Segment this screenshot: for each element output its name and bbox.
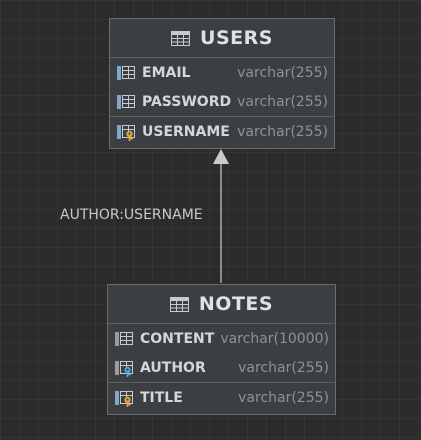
column-name: PASSWORD <box>142 93 232 110</box>
column-name: EMAIL <box>142 64 191 81</box>
table-users-header[interactable]: USERS <box>110 19 334 58</box>
column-row-content[interactable]: CONTENT varchar(10000) <box>108 324 335 353</box>
primary-key-column-icon <box>115 390 133 407</box>
column-type: varchar(255) <box>237 93 328 110</box>
column-type: varchar(255) <box>238 359 329 376</box>
column-row-email[interactable]: EMAIL varchar(255) <box>110 58 334 87</box>
column-row-author[interactable]: AUTHOR varchar(255) <box>108 353 335 382</box>
column-name: CONTENT <box>140 330 215 347</box>
column-type: varchar(10000) <box>220 330 329 347</box>
relationship-label: AUTHOR:USERNAME <box>60 207 203 223</box>
column-row-title[interactable]: TITLE varchar(255) <box>108 382 335 412</box>
column-name: USERNAME <box>142 123 230 140</box>
column-row-username[interactable]: USERNAME varchar(255) <box>110 116 334 146</box>
column-icon <box>117 94 135 109</box>
column-type: varchar(255) <box>238 389 329 406</box>
table-notes-header[interactable]: NOTES <box>108 285 335 324</box>
table-notes[interactable]: NOTES CONTENT varchar(10000) AUTHOR varc… <box>107 284 336 415</box>
column-type: varchar(255) <box>237 64 328 81</box>
table-icon <box>169 296 189 312</box>
column-type: varchar(255) <box>237 123 328 140</box>
column-icon <box>117 65 135 80</box>
relationship-arrowhead <box>213 149 229 164</box>
column-name: AUTHOR <box>140 359 206 376</box>
table-users-title: USERS <box>200 27 273 49</box>
column-row-password[interactable]: PASSWORD varchar(255) <box>110 87 334 116</box>
table-users[interactable]: USERS EMAIL varchar(255) PASSWORD varcha… <box>109 18 335 149</box>
primary-key-column-icon <box>117 124 135 141</box>
table-icon <box>171 30 191 46</box>
column-icon <box>115 331 133 346</box>
column-name: TITLE <box>140 389 183 406</box>
table-notes-title: NOTES <box>198 293 274 315</box>
foreign-key-column-icon <box>115 360 133 377</box>
